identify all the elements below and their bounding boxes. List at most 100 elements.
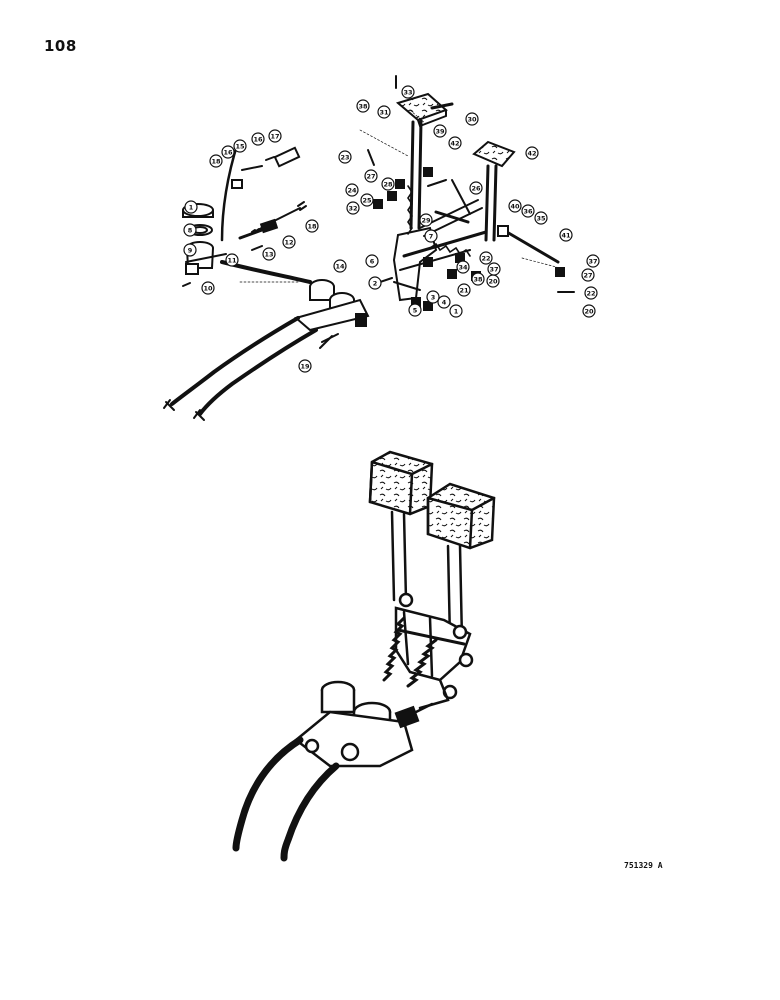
callout-circle xyxy=(437,295,451,309)
leader-lines xyxy=(239,109,561,283)
callout-number: 40 xyxy=(510,202,520,210)
callout-number: 30 xyxy=(467,115,477,123)
callout-number: 20 xyxy=(584,307,594,315)
callout-circle xyxy=(559,228,573,242)
callout-c19: 19 xyxy=(298,359,312,373)
callout-circle xyxy=(433,124,447,138)
callout-c35: 29 xyxy=(419,213,433,227)
callout-c42: 22 xyxy=(479,251,493,265)
callout-number: 35 xyxy=(536,214,546,222)
callout-circle xyxy=(449,304,463,318)
callout-circle xyxy=(424,229,438,243)
callout-c38: 36 xyxy=(521,204,535,218)
callout-c28: 42 xyxy=(448,136,462,150)
callout-circle xyxy=(401,85,415,99)
callout-c17: 3 xyxy=(426,290,440,304)
callout-c37: 40 xyxy=(508,199,522,213)
callout-number: 15 xyxy=(235,142,245,150)
callout-c9: 17 xyxy=(268,129,282,143)
callout-c12: 11 xyxy=(225,253,239,267)
callout-number: 10 xyxy=(203,284,213,292)
callout-c7: 15 xyxy=(233,139,247,153)
callout-number: 18 xyxy=(307,222,317,230)
callout-number: 24 xyxy=(347,186,357,194)
callout-number: 27 xyxy=(366,172,375,180)
callout-number: 12 xyxy=(284,238,293,246)
callout-number: 28 xyxy=(383,180,393,188)
callout-number: 6 xyxy=(370,257,375,265)
right-pedal-pad-assembled xyxy=(426,482,496,550)
callout-c11: 12 xyxy=(282,235,296,249)
callout-circle xyxy=(584,286,598,300)
callout-circle xyxy=(360,193,374,207)
pushrod-fittings xyxy=(231,146,307,251)
callout-number: 5 xyxy=(413,306,418,314)
right-pedal-exploded xyxy=(472,140,516,242)
callout-number: 16 xyxy=(223,148,233,156)
callout-number: 4 xyxy=(442,298,447,306)
callout-circle xyxy=(356,99,370,113)
callout-circle xyxy=(448,136,462,150)
callout-number: 33 xyxy=(403,88,412,96)
callout-circle xyxy=(183,243,197,257)
callout-number: 9 xyxy=(188,246,193,254)
callout-c16: 2 xyxy=(368,276,382,290)
callout-circle xyxy=(183,223,197,237)
callout-c33: 25 xyxy=(360,193,374,207)
callout-c23: 31 xyxy=(377,105,391,119)
callout-circle xyxy=(419,213,433,227)
callout-number: 42 xyxy=(450,139,459,147)
callout-c4: 10 xyxy=(201,281,215,295)
callout-circle xyxy=(408,303,422,317)
callout-circle xyxy=(221,145,235,159)
callout-number: 25 xyxy=(362,196,372,204)
callout-c40: 41 xyxy=(559,228,573,242)
callout-c21: 1 xyxy=(449,304,463,318)
callout-c44: 21 xyxy=(457,283,471,297)
callout-c51: 20 xyxy=(582,304,596,318)
callout-c5: 18 xyxy=(209,154,223,168)
callout-circle xyxy=(305,219,319,233)
callout-number: 13 xyxy=(264,250,273,258)
callout-number: 14 xyxy=(335,262,345,270)
callout-c46: 37 xyxy=(487,262,501,276)
callout-c13: 13 xyxy=(262,247,276,261)
callout-c47: 38 xyxy=(471,272,485,286)
callout-number: 38 xyxy=(358,102,368,110)
callout-c15: 6 xyxy=(365,254,379,268)
callout-c34: 32 xyxy=(346,201,360,215)
callout-number: 11 xyxy=(227,256,237,264)
callout-circle xyxy=(233,139,247,153)
callout-c32: 24 xyxy=(345,183,359,197)
callout-c50: 22 xyxy=(584,286,598,300)
callout-circle xyxy=(426,290,440,304)
callout-number: 7 xyxy=(429,232,434,240)
callout-circle xyxy=(282,235,296,249)
callout-number: 23 xyxy=(340,153,349,161)
page-number: 108 xyxy=(44,37,77,55)
master-cylinders-assembled xyxy=(293,680,434,768)
callout-c30: 27 xyxy=(364,169,378,183)
callout-circle xyxy=(508,199,522,213)
callout-c24: 33 xyxy=(401,85,415,99)
callout-c49: 27 xyxy=(581,268,595,282)
callout-c3: 9 xyxy=(183,243,197,257)
callout-circle xyxy=(184,200,198,214)
callout-circle xyxy=(457,283,471,297)
callout-c10: 18 xyxy=(305,219,319,233)
callout-c39: 35 xyxy=(534,211,548,225)
callout-c22: 38 xyxy=(356,99,370,113)
callout-circle xyxy=(479,251,493,265)
callout-circle xyxy=(381,177,395,191)
callout-number: 42 xyxy=(527,149,536,157)
callout-number: 37 xyxy=(489,265,498,273)
callout-number: 1 xyxy=(189,203,194,211)
callout-number: 41 xyxy=(561,231,571,239)
callout-c29: 23 xyxy=(338,150,352,164)
callout-c36: 26 xyxy=(469,181,483,195)
callout-number: 20 xyxy=(488,277,498,285)
callout-circle xyxy=(298,359,312,373)
callout-number: 22 xyxy=(481,254,490,262)
callout-number: 26 xyxy=(471,184,481,192)
left-pedal-exploded xyxy=(395,92,448,230)
